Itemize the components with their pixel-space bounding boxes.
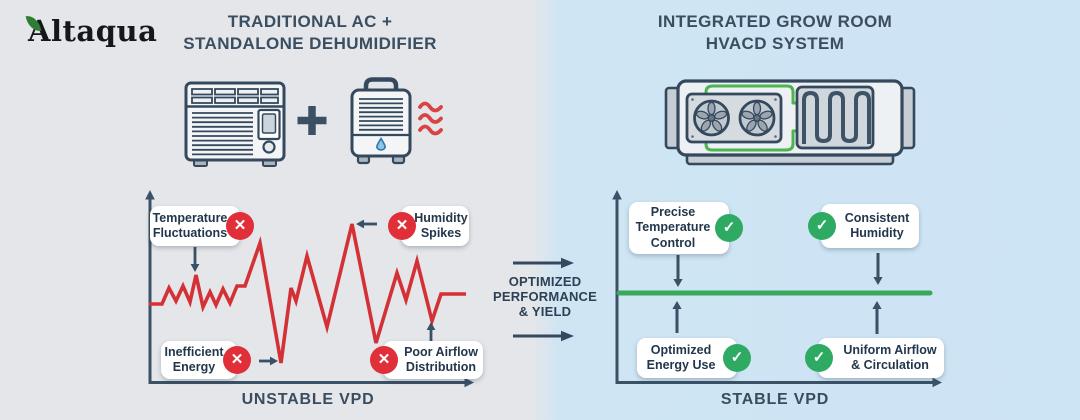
- callout-temperature-fluctuations: Temperature Fluctuations ✕: [150, 206, 254, 246]
- right-title-line2: HVACD SYSTEM: [705, 34, 845, 53]
- right-title-line1: INTEGRATED GROW ROOM: [657, 12, 893, 31]
- evaporator-coil: [802, 90, 871, 144]
- middle-line3: & YIELD: [518, 304, 572, 319]
- callout-line: Humidity: [850, 226, 904, 240]
- callout-poor-airflow-distribution: Poor Airflow Distribution ✕: [370, 341, 483, 379]
- callout-line: Control: [650, 235, 696, 250]
- arrow-right-bottom-icon: [513, 330, 574, 342]
- heat-waves-icon: [418, 101, 443, 136]
- traditional-equipment-icons: [184, 77, 443, 167]
- coil-panel: [795, 85, 875, 150]
- callout-inefficient-energy: Inefficient Energy ✕: [161, 341, 251, 379]
- left-title-line1: TRADITIONAL AC +: [227, 12, 393, 31]
- left-chart-axes: [148, 197, 467, 384]
- hvacd-unit-icon: [664, 79, 916, 166]
- altaqua-logo: Altaqua: [28, 14, 158, 48]
- check-badge-icon: ✓: [715, 214, 743, 242]
- callout-line: Precise: [650, 204, 696, 219]
- callout-line: Distribution: [405, 360, 477, 374]
- x-badge-icon: ✕: [370, 346, 398, 374]
- callout-optimized-energy-use: Optimized Energy Use ✓: [637, 338, 751, 378]
- callout-line: Uniform Airflow: [843, 342, 937, 357]
- x-badge-icon: ✕: [388, 212, 416, 240]
- callout-precise-temperature-control: Precise Temperature Control ✓: [629, 202, 743, 254]
- left-callout-arrows: [193, 222, 433, 363]
- check-badge-icon: ✓: [805, 344, 833, 372]
- volatile-vpd-line: [149, 223, 466, 364]
- unstable-vpd-chart: [145, 190, 474, 388]
- window-ac-icon: [184, 81, 286, 167]
- callout-line: Energy: [172, 360, 216, 374]
- left-panel-title: TRADITIONAL AC + STANDALONE DEHUMIDIFIER: [145, 11, 475, 55]
- x-badge-icon: ✕: [226, 212, 254, 240]
- callout-line: Optimized: [650, 342, 712, 357]
- right-axis-caption: STABLE VPD: [720, 391, 830, 408]
- middle-line2: PERFORMANCE: [492, 289, 598, 304]
- stable-vpd-chart: [612, 190, 942, 388]
- plus-icon: [297, 106, 327, 135]
- callout-line: Consistent: [844, 210, 910, 225]
- callout-line: & Circulation: [851, 358, 929, 372]
- middle-line1: OPTIMIZED: [508, 274, 582, 289]
- right-chart-axes: [615, 197, 935, 384]
- x-badge-icon: ✕: [223, 346, 251, 374]
- callout-line: Fluctuations: [152, 226, 228, 240]
- fan-left-icon: [693, 99, 730, 137]
- fan-right-icon: [738, 99, 776, 137]
- water-drop-icon: [375, 136, 387, 151]
- check-badge-icon: ✓: [808, 212, 836, 240]
- arrow-right-top-icon: [513, 257, 574, 269]
- dehumidifier-icon: [350, 77, 412, 165]
- callout-uniform-airflow-circulation: Uniform Airflow & Circulation ✓: [805, 338, 944, 378]
- right-callout-arrows: [675, 253, 880, 334]
- check-badge-icon: ✓: [723, 344, 751, 372]
- callout-line: Temperature: [635, 220, 711, 235]
- callout-line: Humidity: [414, 210, 468, 225]
- callout-line: Inefficient: [164, 344, 224, 359]
- right-panel-title: INTEGRATED GROW ROOM HVACD SYSTEM: [610, 11, 940, 55]
- callout-line: Spikes: [420, 226, 462, 240]
- callout-line: Energy Use: [646, 358, 716, 372]
- callout-line: Temperature: [152, 210, 228, 225]
- middle-benefit-text: OPTIMIZED PERFORMANCE & YIELD: [489, 274, 601, 319]
- callout-consistent-humidity: Consistent Humidity ✓: [808, 204, 919, 248]
- callout-humidity-spikes: Humidity Spikes ✕: [388, 206, 469, 246]
- callout-line: Poor Airflow: [404, 344, 478, 359]
- left-title-line2: STANDALONE DEHUMIDIFIER: [183, 34, 437, 53]
- left-axis-caption: UNSTABLE VPD: [241, 391, 375, 408]
